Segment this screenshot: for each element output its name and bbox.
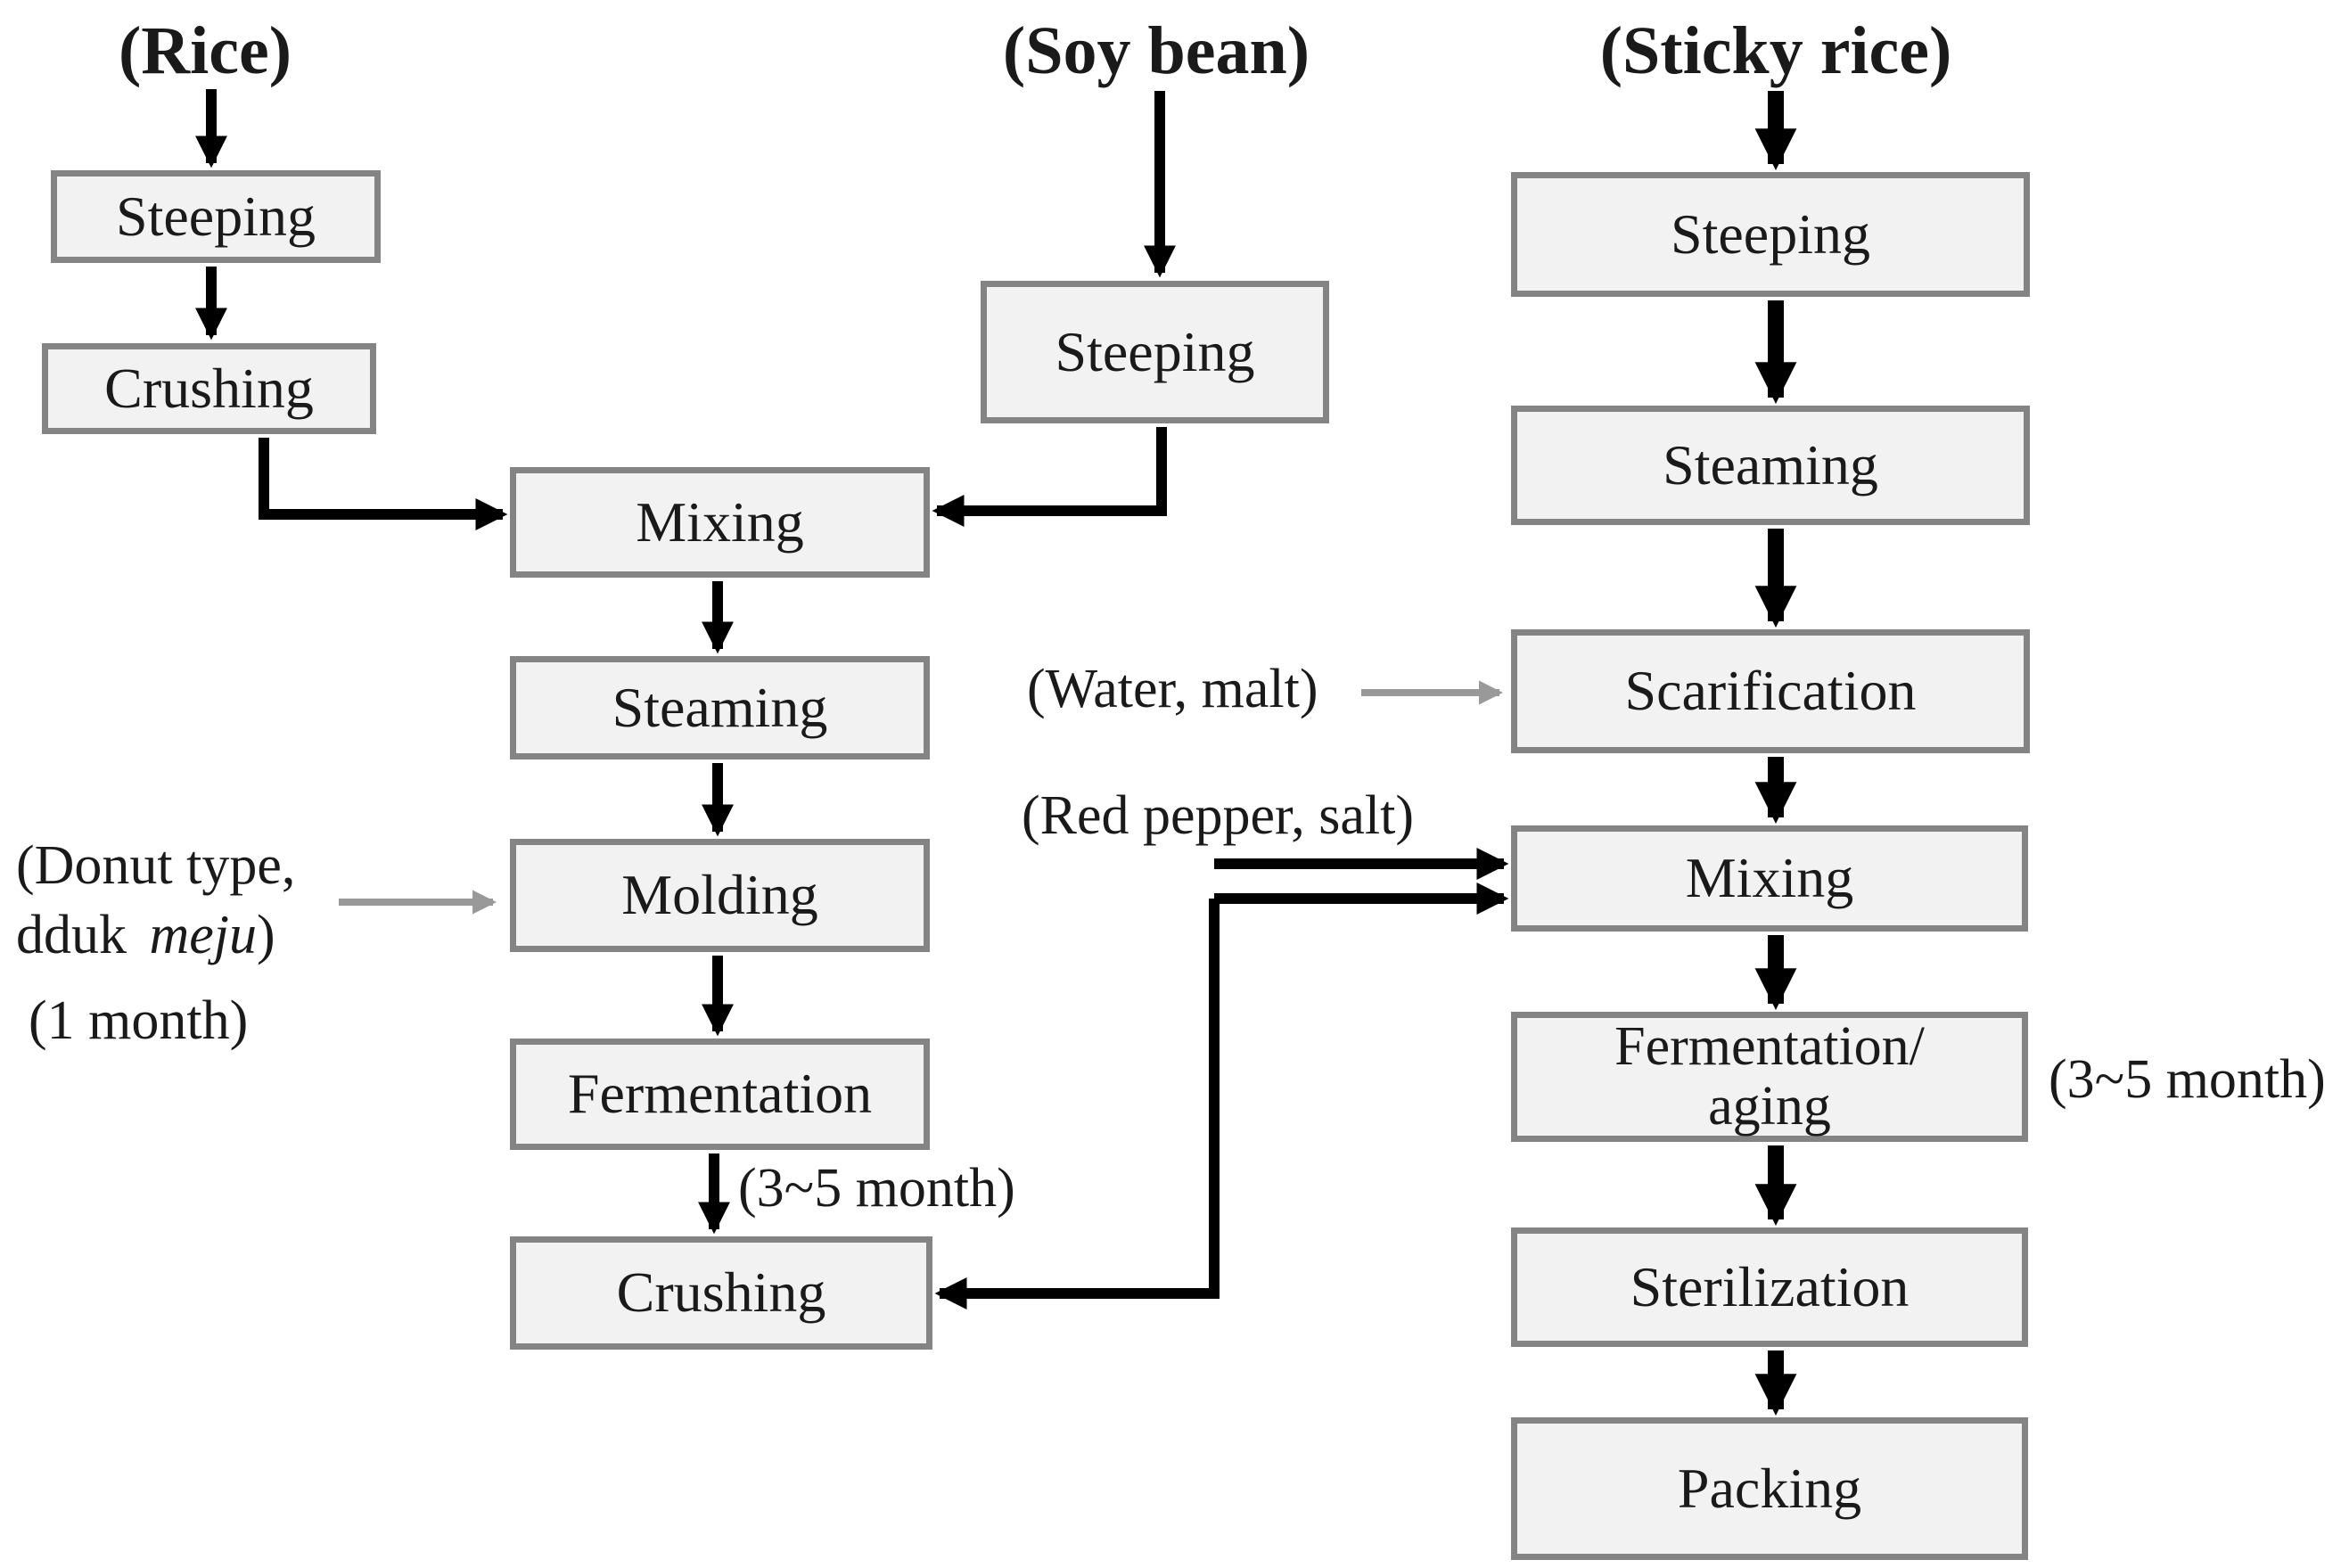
step-box-sticky-packing: Packing	[1511, 1417, 2028, 1560]
fermentation-duration-left-label: (3~5 month)	[738, 1158, 1015, 1219]
molding-duration-label: (1 month)	[29, 990, 249, 1051]
step-box-merged-fermentation: Fermentation	[510, 1038, 930, 1150]
molding-note-line2: dduk meju)	[16, 905, 275, 965]
meju-italic: meju	[149, 905, 258, 965]
step-box-merged-steaming: Steaming	[510, 656, 930, 759]
step-box-merged-molding: Molding	[510, 839, 930, 952]
arrow-soy-steeping-to-mixing	[932, 427, 1167, 527]
step-box-rice-crushing: Crushing	[42, 343, 376, 434]
step-box-sticky-mixing: Mixing	[1511, 825, 2028, 932]
step-box-rice-steeping: Steeping	[51, 170, 381, 263]
step-box-sticky-sterilization: Sterilization	[1511, 1227, 2028, 1347]
column-header-sticky-rice: (Sticky rice)	[1599, 13, 1952, 88]
step-box-sticky-steaming: Steaming	[1511, 406, 2030, 525]
step-box-sticky-scarification: Scarification	[1511, 629, 2030, 753]
mixing-input-label: (Red pepper, salt)	[1022, 785, 1414, 846]
step-box-merged-mixing: Mixing	[510, 467, 930, 578]
step-box-soy-steeping: Steeping	[981, 281, 1329, 423]
step-box-merged-crushing: Crushing	[510, 1236, 932, 1350]
fermentation-duration-right-label: (3~5 month)	[2049, 1049, 2326, 1110]
arrow-elbow-to-merged-crushing	[934, 899, 1220, 1309]
molding-note: (Donut type, dduk meju)	[16, 831, 295, 970]
arrow-rice-crushing-to-mixing	[259, 438, 508, 530]
step-box-sticky-fermentation-aging: Fermentation/ aging	[1511, 1012, 2028, 1142]
step-box-sticky-steeping: Steeping	[1511, 172, 2030, 297]
scarification-input-label: (Water, malt)	[1027, 659, 1318, 719]
molding-note-line1: (Donut type,	[16, 835, 296, 896]
column-header-soy-bean: (Soy bean)	[1002, 13, 1310, 88]
column-header-rice: (Rice)	[118, 13, 292, 88]
